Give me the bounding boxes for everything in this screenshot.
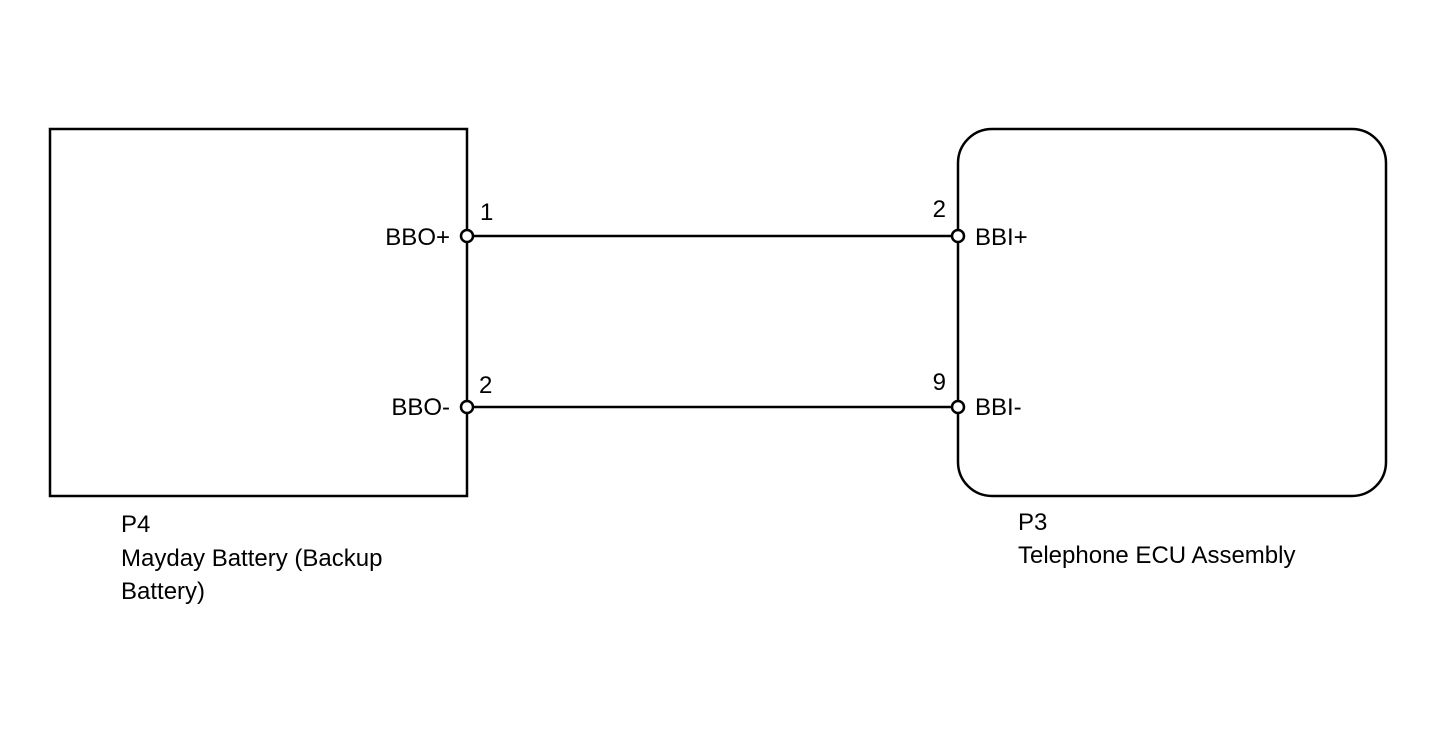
terminal-p4-pin-1 (459, 228, 475, 244)
signal-label-bbi-minus: BBI- (975, 394, 1022, 421)
signal-label-bbi-plus: BBI+ (975, 224, 1028, 251)
component-name-mayday-battery-line1: Mayday Battery (Backup (121, 545, 382, 572)
component-name-mayday-battery-line2: Battery) (121, 578, 205, 605)
terminal-p4-pin-2 (459, 399, 475, 415)
component-code-p3: P3 (1018, 509, 1047, 536)
terminal-p3-pin-2 (950, 228, 966, 244)
component-name-telephone-ecu: Telephone ECU Assembly (1018, 542, 1295, 569)
terminal-p3-pin-9 (950, 399, 966, 415)
pin-number-p3-9: 9 (933, 369, 946, 396)
pin-number-p4-1: 1 (480, 199, 493, 226)
signal-label-bbo-plus: BBO+ (385, 224, 450, 251)
component-code-p4: P4 (121, 511, 150, 538)
component-box-mayday-battery (48, 127, 469, 498)
pin-number-p3-2: 2 (933, 196, 946, 223)
component-box-telephone-ecu (956, 127, 1388, 498)
signal-label-bbo-minus: BBO- (391, 394, 450, 421)
pin-number-p4-2: 2 (479, 372, 492, 399)
